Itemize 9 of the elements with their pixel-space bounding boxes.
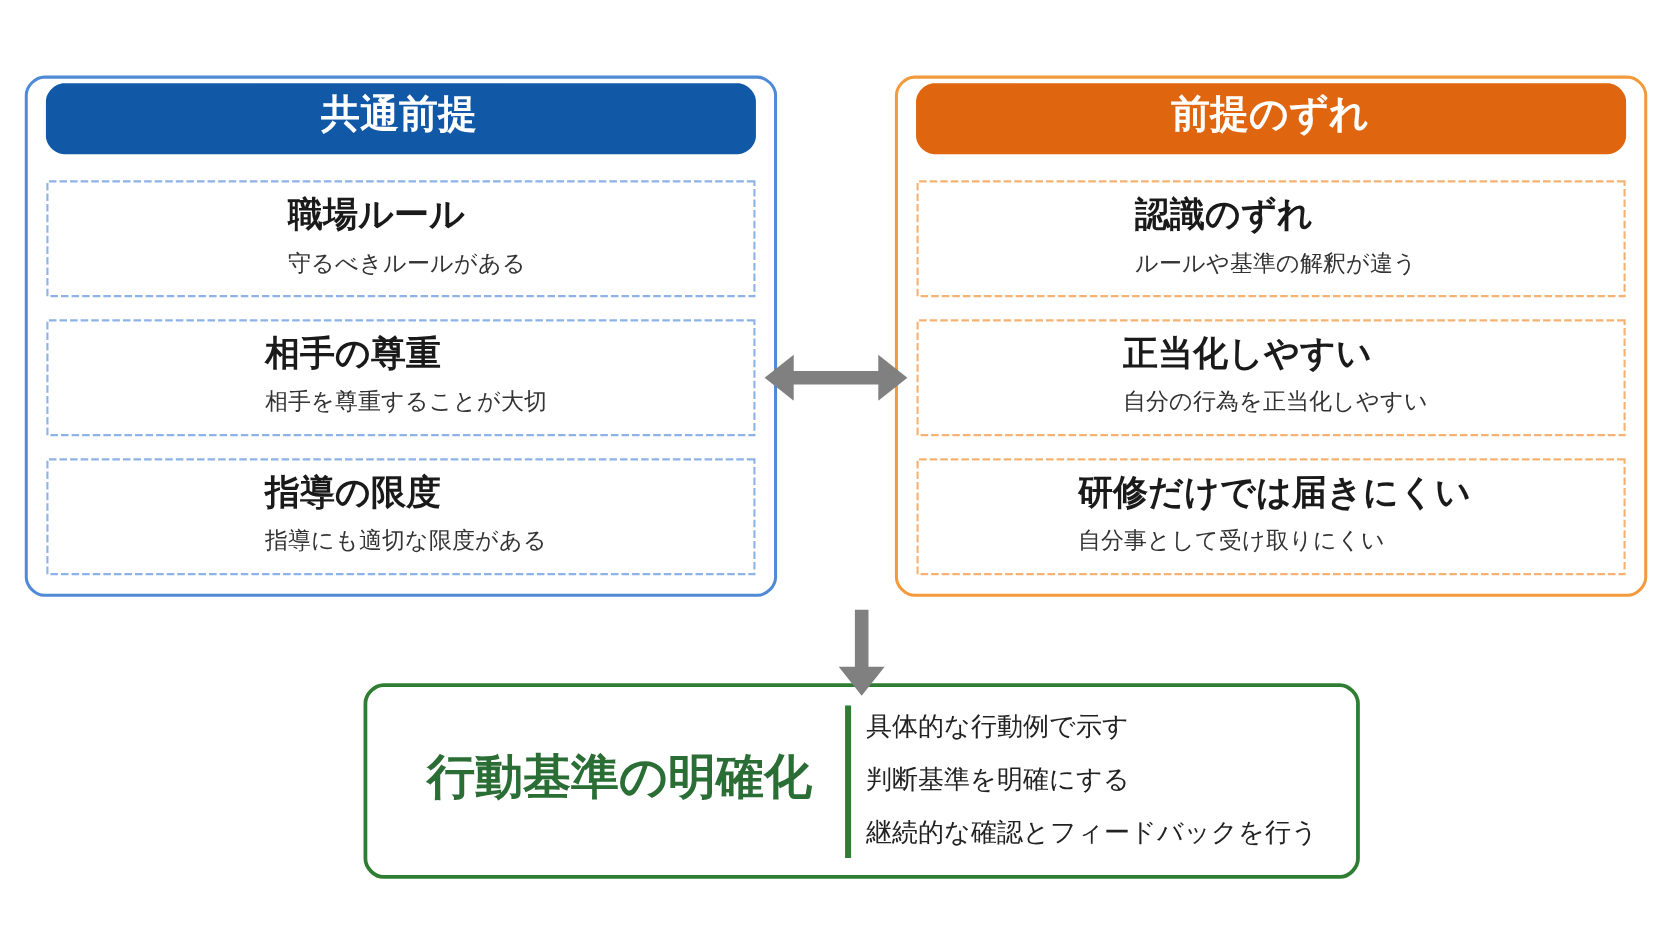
node-box: 行動基準の明確化 具体的な行動例で示す 判断基準を明確にする 継続的な確認とフィードバックを行う xyxy=(363,682,1360,879)
arrow xyxy=(838,609,885,696)
node-box: 正当化しやすい 自分の行為を正当化しやすい xyxy=(916,318,1626,436)
node-box: 研修だけでは届きにくい 自分事として受け取りにくい xyxy=(916,457,1626,575)
node-box: 指導の限度 指導にも適切な限度がある xyxy=(46,457,756,575)
node-box: 認識のずれ ルールや基準の解釈が違う xyxy=(916,179,1626,297)
node-box: 相手の尊重 相手を尊重することが大切 xyxy=(46,318,756,436)
node-box: 職場ルール 守るべきルールがある xyxy=(46,179,756,297)
arrow xyxy=(764,354,908,401)
